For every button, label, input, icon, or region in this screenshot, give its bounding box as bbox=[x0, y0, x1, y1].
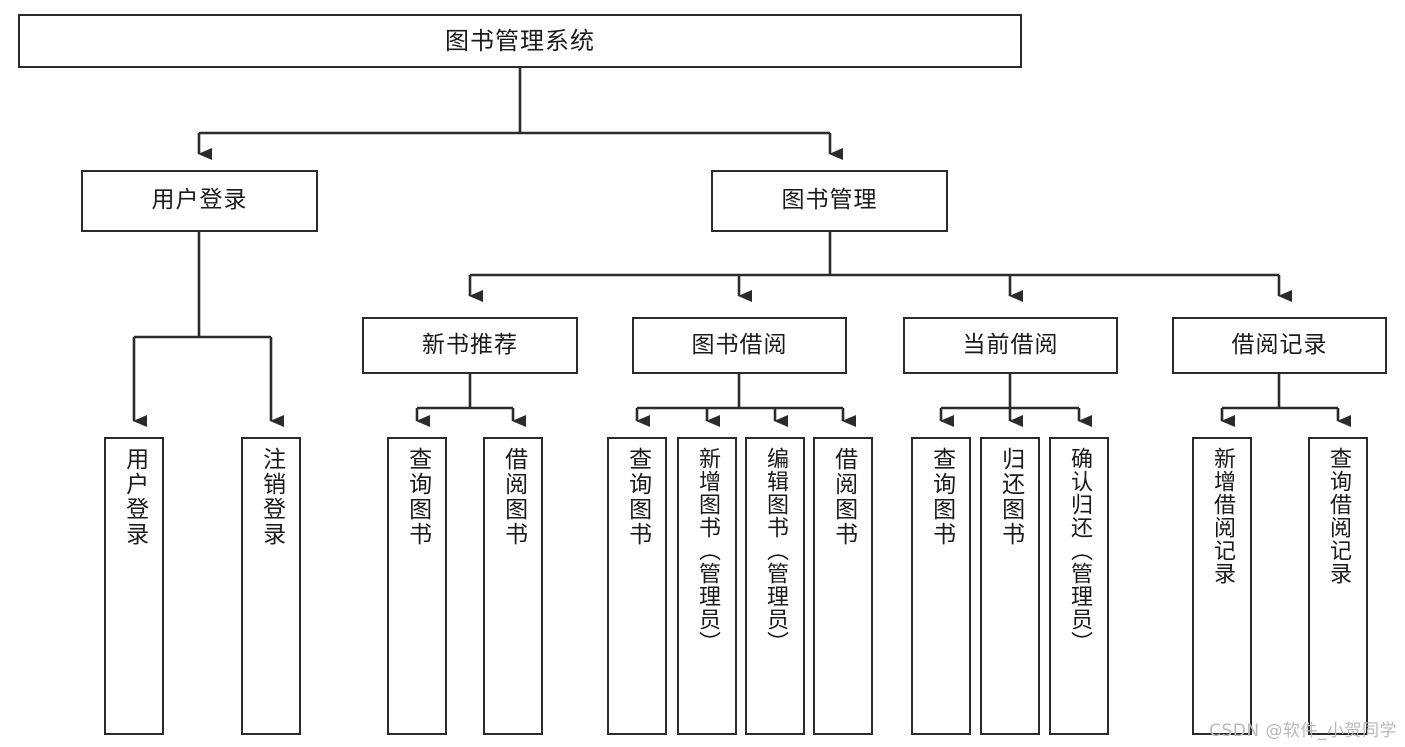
node-book-borrow-label: 图书借阅 bbox=[691, 331, 788, 358]
leaf-borrow-query-book-label: 查询图书 bbox=[624, 447, 651, 547]
leaf-current-query-book-label: 查询图书 bbox=[928, 447, 955, 547]
leaf-current-confirm-return[interactable]: 确认归还（管理员） bbox=[1049, 437, 1109, 735]
leaf-record-add-label: 新增借阅记录 bbox=[1209, 447, 1235, 585]
leaf-user-login-label: 用户登录 bbox=[121, 447, 148, 547]
leaf-user-logout-label: 注销登录 bbox=[258, 447, 285, 547]
node-root-label: 图书管理系统 bbox=[445, 26, 595, 55]
node-new-book-recommend[interactable]: 新书推荐 bbox=[362, 317, 578, 374]
leaf-new-book-borrow[interactable]: 借阅图书 bbox=[483, 437, 543, 735]
node-user-login[interactable]: 用户登录 bbox=[81, 170, 318, 232]
node-borrow-record[interactable]: 借阅记录 bbox=[1172, 317, 1387, 374]
leaf-borrow-edit-book-label: 编辑图书（管理员） bbox=[762, 447, 788, 654]
leaf-user-logout[interactable]: 注销登录 bbox=[241, 437, 301, 735]
node-user-login-label: 用户登录 bbox=[151, 187, 248, 214]
leaf-borrow-add-book-label: 新增图书（管理员） bbox=[694, 447, 720, 654]
leaf-new-book-query[interactable]: 查询图书 bbox=[387, 437, 447, 735]
leaf-borrow-add-book[interactable]: 新增图书（管理员） bbox=[677, 437, 737, 735]
node-current-borrow[interactable]: 当前借阅 bbox=[903, 317, 1118, 374]
node-current-borrow-label: 当前借阅 bbox=[962, 331, 1059, 358]
csdn-watermark: CSDN @软件_小贺同学 bbox=[1209, 721, 1397, 741]
leaf-borrow-borrow-book[interactable]: 借阅图书 bbox=[813, 437, 873, 735]
leaf-user-login[interactable]: 用户登录 bbox=[104, 437, 164, 735]
leaf-borrow-query-book[interactable]: 查询图书 bbox=[607, 437, 667, 735]
leaf-current-confirm-return-label: 确认归还（管理员） bbox=[1066, 447, 1092, 654]
leaf-record-add[interactable]: 新增借阅记录 bbox=[1192, 437, 1252, 735]
node-borrow-record-label: 借阅记录 bbox=[1231, 331, 1328, 358]
leaf-record-query[interactable]: 查询借阅记录 bbox=[1308, 437, 1368, 735]
leaf-current-return-book[interactable]: 归还图书 bbox=[980, 437, 1040, 735]
leaf-borrow-borrow-book-label: 借阅图书 bbox=[830, 447, 857, 547]
leaf-new-book-borrow-label: 借阅图书 bbox=[500, 447, 527, 547]
node-new-book-recommend-label: 新书推荐 bbox=[422, 331, 518, 358]
node-root[interactable]: 图书管理系统 bbox=[18, 14, 1022, 68]
leaf-current-query-book[interactable]: 查询图书 bbox=[911, 437, 971, 735]
node-book-management[interactable]: 图书管理 bbox=[711, 170, 948, 232]
leaf-current-return-book-label: 归还图书 bbox=[997, 447, 1024, 547]
leaf-borrow-edit-book[interactable]: 编辑图书（管理员） bbox=[745, 437, 805, 735]
node-book-borrow[interactable]: 图书借阅 bbox=[632, 317, 847, 374]
leaf-new-book-query-label: 查询图书 bbox=[404, 447, 431, 547]
leaf-record-query-label: 查询借阅记录 bbox=[1325, 447, 1351, 585]
node-book-management-label: 图书管理 bbox=[781, 187, 878, 214]
